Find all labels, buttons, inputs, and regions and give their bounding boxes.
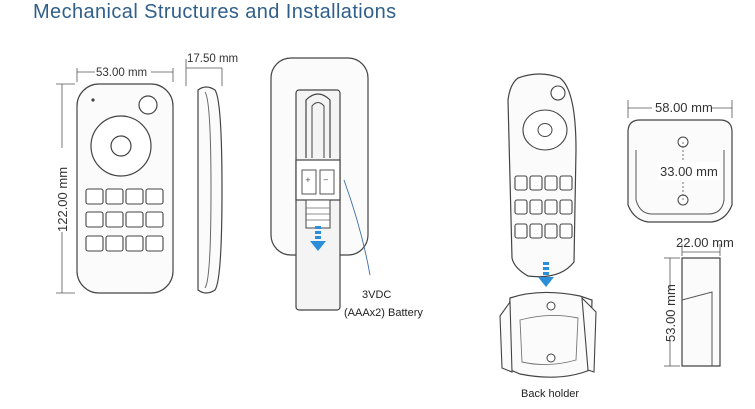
holder-depth-dimension: 22.00 mm xyxy=(676,235,734,250)
holder-front-view: 58.00 mm 33.00 mm xyxy=(627,100,733,223)
svg-text:+: + xyxy=(305,176,311,184)
remote-back-view: + − 3VDC (AAAx2) Battery xyxy=(270,57,423,319)
width-dimension: 53.00 mm xyxy=(96,67,147,79)
back-holder-perspective: Back holder xyxy=(499,291,597,400)
front-keypad xyxy=(85,188,164,252)
power-button-icon xyxy=(138,95,158,115)
remote-perspective-view xyxy=(507,73,577,287)
screw-hole-icon xyxy=(546,353,556,363)
remote-side-view: 17.50 mm xyxy=(185,53,238,294)
screw-hole-icon xyxy=(546,301,556,311)
svg-text:−: − xyxy=(323,176,329,184)
slide-down-arrow-icon xyxy=(310,226,326,251)
page-title: Mechanical Structures and Installations xyxy=(33,1,397,23)
insert-down-arrow-icon xyxy=(538,262,554,287)
thickness-dimension: 17.50 mm xyxy=(187,53,238,65)
battery-type-label: (AAAx2) Battery xyxy=(344,307,423,319)
power-button-icon xyxy=(550,85,566,101)
holder-height-dimension: 53.00 mm xyxy=(663,284,678,342)
battery-voltage-label: 3VDC xyxy=(362,289,391,301)
back-holder-label: Back holder xyxy=(521,388,579,400)
remote-front-view: 53.00 mm 122.00 mm xyxy=(55,67,174,294)
height-dimension: 122.00 mm xyxy=(55,167,70,232)
battery-leader-line xyxy=(343,179,371,276)
holder-side-view: 22.00 mm 53.00 mm xyxy=(663,235,734,367)
holder-width-dimension: 58.00 mm xyxy=(655,100,713,115)
perspective-keypad xyxy=(514,175,573,239)
holder-hole-spacing-dimension: 33.00 mm xyxy=(660,164,718,179)
